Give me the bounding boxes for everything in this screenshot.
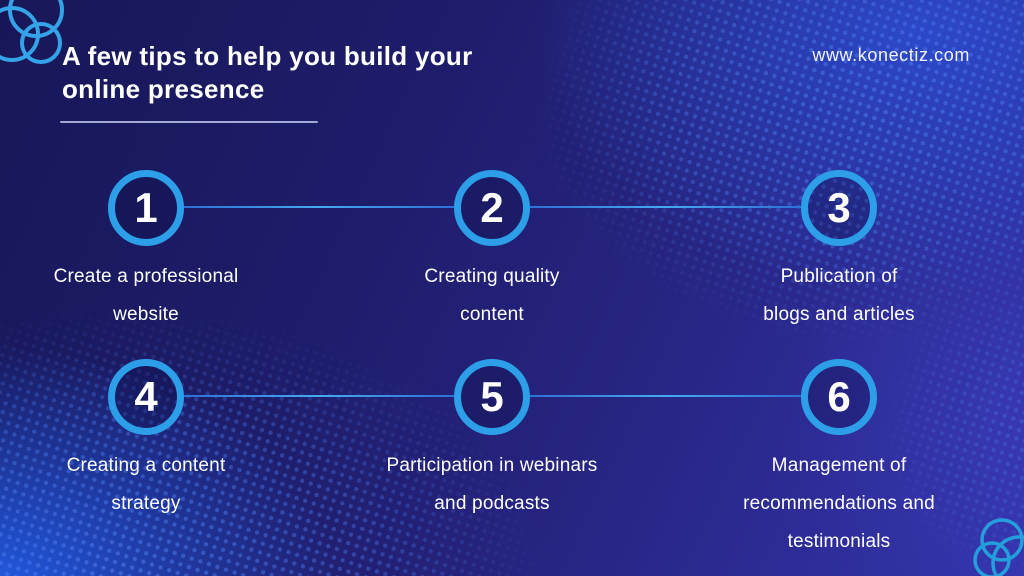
step-6: 6 Management of recommendations and test… — [699, 359, 979, 561]
step-6-number: 6 — [827, 373, 851, 420]
step-3-number: 3 — [827, 184, 851, 231]
step-3-circle: 3 — [801, 170, 877, 246]
step-5-label: Participation in webinars and podcasts — [386, 455, 598, 514]
step-6-circle: 6 — [801, 359, 877, 435]
step-2-label: Creating quality content — [424, 266, 560, 325]
step-6-label: Management of recommendations and testim… — [743, 455, 935, 552]
step-2-circle: 2 — [454, 170, 530, 246]
step-5-circle: 5 — [454, 359, 530, 435]
step-3: 3 Publication of blogs and articles — [699, 170, 979, 334]
title-underline — [60, 121, 318, 123]
website-url: www.konectiz.com — [812, 45, 970, 65]
page-title: A few tips to help you build your online… — [62, 40, 473, 106]
step-1-circle: 1 — [108, 170, 184, 246]
page-title-line-1: A few tips to help you build your — [62, 41, 473, 71]
step-1-label: Create a professional website — [53, 266, 239, 325]
step-2-number: 2 — [480, 184, 504, 231]
step-5-number: 5 — [480, 373, 504, 420]
step-1-number: 1 — [134, 184, 158, 231]
step-4-circle: 4 — [108, 359, 184, 435]
page-title-line-2: online presence — [62, 74, 265, 104]
step-4: 4 Creating a content strategy — [6, 359, 286, 523]
step-4-label: Creating a content strategy — [66, 455, 226, 514]
step-2: 2 Creating quality content — [352, 170, 632, 334]
step-4-number: 4 — [134, 373, 158, 420]
step-5: 5 Participation in webinars and podcasts — [352, 359, 632, 523]
step-3-label: Publication of blogs and articles — [763, 266, 915, 325]
step-1: 1 Create a professional website — [6, 170, 286, 334]
